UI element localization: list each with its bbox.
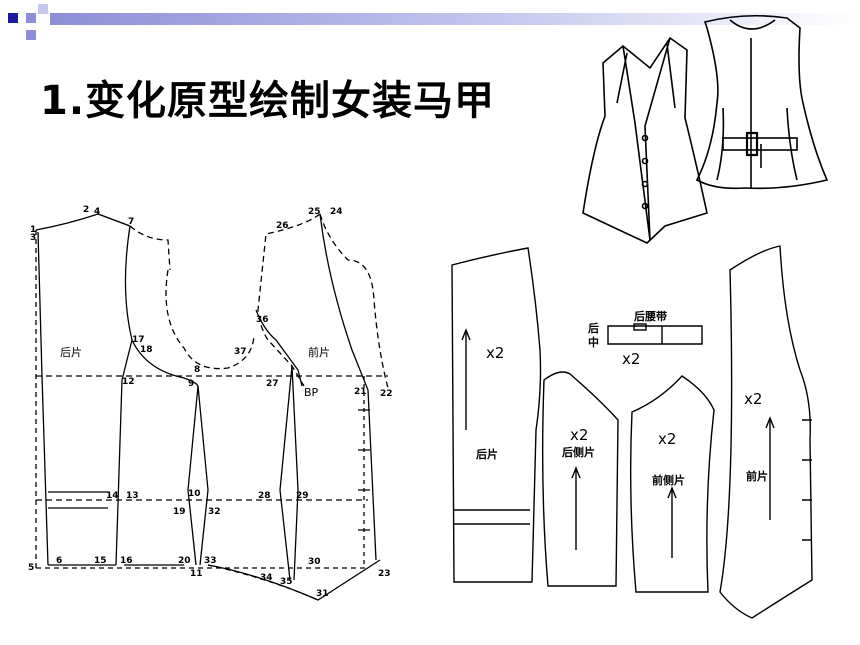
svg-text:9: 9 [188, 379, 194, 389]
svg-text:34: 34 [260, 573, 273, 583]
svg-text:23: 23 [378, 569, 391, 579]
waist-belt-count: x2 [622, 350, 640, 368]
waist-belt-center-mark: 后 中 [588, 321, 603, 349]
draft-label-bp: BP [304, 386, 319, 399]
svg-text:4: 4 [94, 207, 100, 217]
svg-text:32: 32 [208, 507, 221, 517]
svg-text:24: 24 [330, 207, 343, 217]
svg-text:5: 5 [28, 563, 34, 573]
front-piece-label: 前片 [746, 469, 768, 483]
svg-text:3: 3 [30, 233, 36, 243]
pattern-waist-belt [607, 325, 703, 345]
back-side-piece-count: x2 [570, 426, 588, 444]
pattern-back-side-piece [541, 371, 619, 587]
svg-text:30: 30 [308, 557, 321, 567]
title-decoration-bar [0, 0, 860, 42]
svg-text:19: 19 [173, 507, 186, 517]
front-side-piece-label: 前侧片 [652, 473, 685, 487]
draft-label-back-piece: 后片 [60, 346, 82, 359]
svg-text:16: 16 [120, 556, 133, 566]
front-piece-count: x2 [744, 390, 762, 408]
svg-text:37: 37 [234, 347, 247, 357]
svg-text:22: 22 [380, 389, 393, 399]
svg-text:35: 35 [280, 577, 293, 587]
svg-text:28: 28 [258, 491, 271, 501]
svg-text:14: 14 [106, 491, 119, 501]
vest-back-view [695, 14, 829, 190]
svg-text:17: 17 [132, 335, 145, 345]
vest-illustration [582, 14, 829, 244]
pattern-front-side-piece [629, 375, 715, 593]
svg-text:18: 18 [140, 345, 153, 355]
svg-text:26: 26 [276, 221, 289, 231]
svg-text:1: 1 [30, 225, 36, 235]
waist-belt-label: 后腰带 [634, 309, 667, 323]
svg-text:7: 7 [128, 217, 134, 227]
svg-text:29: 29 [296, 491, 309, 501]
svg-text:31: 31 [316, 589, 329, 599]
back-piece-label: 后片 [476, 447, 498, 461]
back-side-piece-label: 后侧片 [562, 445, 595, 459]
pattern-front-piece [719, 245, 813, 619]
svg-text:10: 10 [188, 489, 201, 499]
slide-title: 1.变化原型绘制女装马甲 [40, 78, 496, 124]
svg-text:21: 21 [354, 387, 367, 397]
vest-front-view [582, 36, 708, 244]
svg-text:6: 6 [56, 556, 62, 566]
draft-label-front-piece: 前片 [308, 345, 330, 359]
svg-text:13: 13 [126, 491, 139, 501]
svg-text:12: 12 [122, 377, 135, 387]
svg-text:8: 8 [194, 365, 200, 375]
svg-text:33: 33 [204, 556, 217, 566]
svg-text:2: 2 [83, 205, 89, 215]
back-piece-count: x2 [486, 344, 504, 362]
front-side-piece-count: x2 [658, 430, 676, 448]
svg-text:20: 20 [178, 556, 191, 566]
pattern-back-piece [451, 247, 542, 583]
svg-text:25: 25 [308, 207, 321, 217]
svg-text:11: 11 [190, 569, 203, 579]
svg-text:36: 36 [256, 315, 269, 325]
pattern-pieces: x2 后片 x2 后侧片 x2 前侧片 x2 前片 后腰带 x2 后 中 [451, 245, 813, 619]
svg-text:27: 27 [266, 379, 279, 389]
svg-text:15: 15 [94, 556, 107, 566]
